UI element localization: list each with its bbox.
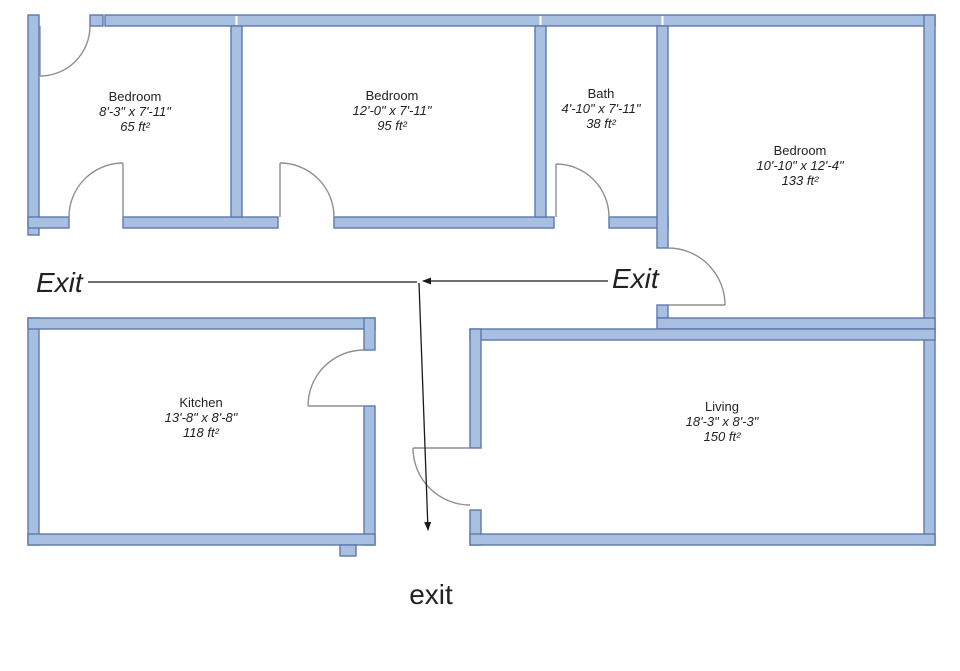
door-kitchen — [307, 349, 365, 407]
door-bedroom2-hall — [279, 162, 335, 218]
wall-living-top — [469, 328, 936, 341]
room-dims: 13'-8" x 8'-8" — [165, 410, 239, 425]
wall-seam — [235, 16, 238, 25]
room-label-living: Living 18'-3" x 8'-3" 150 ft² — [686, 399, 760, 444]
room-label-bath: Bath 4'-10" x 7'-11" 38 ft² — [562, 86, 642, 131]
walls — [27, 14, 936, 557]
room-label-bedroom-2: Bedroom 12'-0" x 7'-11" 95 ft² — [353, 88, 433, 133]
door-arc — [279, 162, 335, 218]
wall-left-top — [27, 14, 40, 236]
room-label-bedroom-3: Bedroom 10'-10" x 12'-4" 133 ft² — [756, 143, 845, 188]
door-living — [412, 447, 471, 506]
room-dims: 12'-0" x 7'-11" — [353, 103, 433, 118]
exit-labels: Exit Exit exit — [36, 263, 660, 610]
exit-route-line-down — [418, 282, 432, 531]
wall-right — [923, 14, 936, 546]
exit-route — [88, 277, 608, 531]
wall-hall-top-c — [333, 216, 555, 229]
wall-bath-bed4-upper — [656, 25, 669, 249]
room-label-bedroom-1: Bedroom 8'-3" x 7'-11" 65 ft² — [99, 89, 172, 134]
room-area: 150 ft² — [704, 429, 742, 444]
room-area: 118 ft² — [183, 425, 220, 440]
wall-kitchen-right-b — [363, 405, 376, 546]
door-bath-hall — [555, 163, 610, 218]
room-name: Bedroom — [774, 143, 827, 158]
exit-label-bottom: exit — [409, 579, 453, 610]
wall-hall-top-a — [27, 216, 70, 229]
room-dims: 10'-10" x 12'-4" — [756, 158, 845, 173]
door-arc — [68, 162, 124, 218]
room-dims: 8'-3" x 7'-11" — [99, 104, 172, 119]
wall-bed1-bed2 — [230, 25, 243, 218]
door-bedroom1-top — [39, 25, 91, 77]
room-name: Bedroom — [109, 89, 162, 104]
room-label-kitchen: Kitchen 13'-8" x 8'-8" 118 ft² — [165, 395, 239, 440]
door-arc — [307, 349, 365, 407]
wall-bottom-stub — [339, 544, 357, 557]
wall-living-bottom — [469, 533, 936, 546]
wall-seam — [661, 16, 664, 25]
wall-bath-bed4-lower — [656, 304, 669, 319]
wall-top-door-stub — [89, 14, 104, 27]
wall-kitchen-bottom — [27, 533, 376, 546]
door-bedroom1-hall — [68, 162, 124, 218]
wall-hall-top-b — [122, 216, 279, 229]
wall-left-kitchen — [27, 317, 40, 546]
room-area: 65 ft² — [120, 119, 150, 134]
room-dims: 18'-3" x 8'-3" — [686, 414, 760, 429]
exit-label-right: Exit — [612, 263, 660, 294]
door-arc — [555, 163, 610, 218]
wall-top-main — [104, 14, 936, 27]
room-name: Living — [705, 399, 739, 414]
room-dims: 4'-10" x 7'-11" — [562, 101, 642, 116]
room-area: 38 ft² — [586, 116, 616, 131]
door-arc — [39, 25, 91, 77]
door-bedroom4 — [667, 247, 726, 306]
wall-seam — [539, 16, 542, 25]
room-labels: Bedroom 8'-3" x 7'-11" 65 ft² Bedroom 12… — [99, 86, 845, 444]
room-name: Kitchen — [179, 395, 222, 410]
door-arc — [412, 447, 471, 506]
room-area: 133 ft² — [782, 173, 820, 188]
door-arc — [667, 247, 726, 306]
room-name: Bedroom — [366, 88, 419, 103]
wall-kitchen-right-a — [363, 317, 376, 351]
room-name: Bath — [588, 86, 615, 101]
doors — [39, 25, 726, 506]
room-area: 95 ft² — [377, 118, 407, 133]
wall-kitchen-top — [27, 317, 376, 330]
exit-label-left: Exit — [36, 267, 84, 298]
wall-bed4-bottom — [656, 317, 936, 330]
wall-living-left-a — [469, 328, 482, 449]
wall-bed2-bath — [534, 25, 547, 218]
